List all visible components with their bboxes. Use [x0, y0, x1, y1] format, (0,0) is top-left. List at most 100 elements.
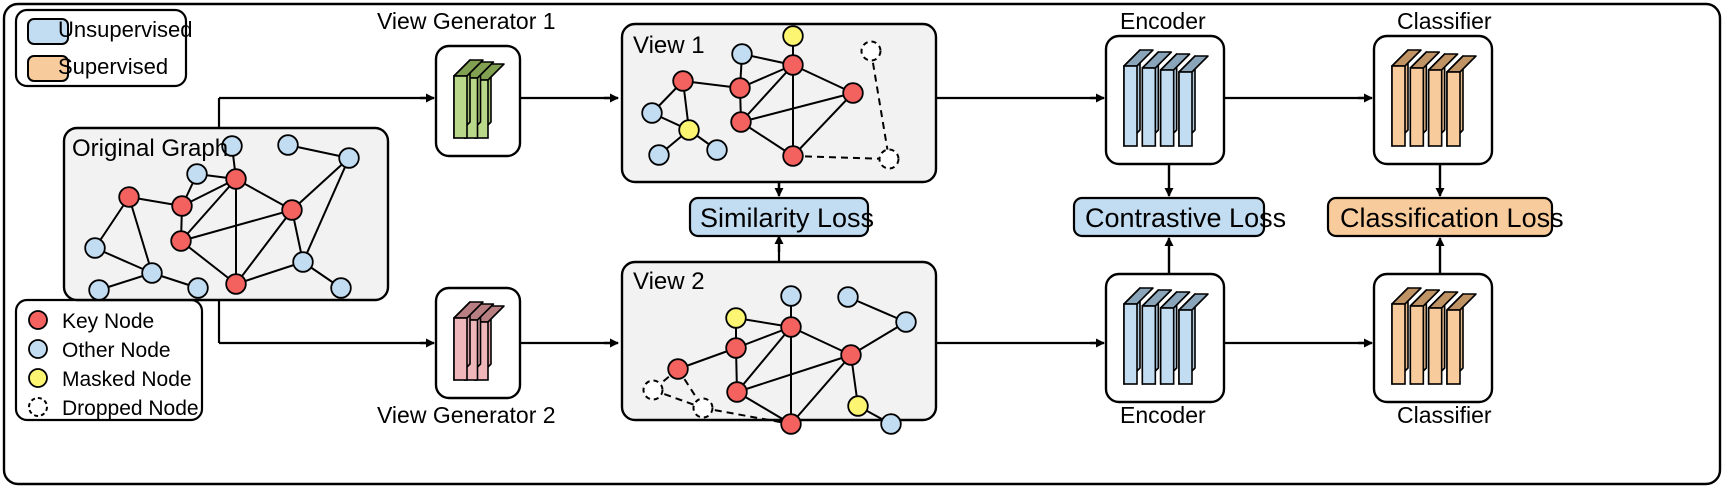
loss-label-classification: Classification Loss [1340, 203, 1564, 233]
view2-graph-node-other [837, 286, 859, 308]
classifier-top-layer-front [1446, 71, 1461, 147]
classifier-top-layer-front [1427, 69, 1443, 147]
original-graph-edge [302, 157, 350, 263]
encoder-top-layer-front [1123, 65, 1138, 147]
panel-title-view2: View 2 [633, 268, 705, 295]
original-graph-node-other [88, 279, 110, 301]
view1-graph-node-key [730, 111, 752, 133]
legend-label-masked-node: Masked Node [62, 368, 192, 391]
view2-graph-node-masked [847, 395, 869, 417]
original-graph-node-other [187, 277, 209, 299]
original-graph-node-other [277, 134, 299, 156]
legend-label-supervised: Supervised [58, 54, 169, 79]
view2-graph-node-key [726, 381, 748, 403]
generated-shapes [84, 25, 1477, 435]
original-graph-node-key [225, 168, 247, 190]
original-graph-node-key [171, 195, 193, 217]
classifier-bottom-layer-front [1446, 309, 1461, 385]
caption-view-generator-1: View Generator 1 [377, 8, 556, 34]
legend-label-other-node: Other Node [62, 339, 171, 362]
classifier-top-layer-front [1391, 65, 1406, 147]
encoder-bottom-layer-front [1123, 303, 1138, 385]
view2-graph-node-masked [725, 307, 747, 329]
view1-graph-node-other [641, 102, 663, 124]
legend-label-key-node: Key Node [62, 310, 155, 333]
view1-graph-edge [740, 64, 794, 123]
view1-graph-edge [792, 64, 854, 94]
view2-graph-edge [736, 354, 852, 393]
caption-classifier-bottom: Classifier [1397, 402, 1492, 428]
original-graph-edge [180, 209, 293, 242]
legend-label-unsupervised: Unsupervised [58, 17, 193, 42]
classifier-bottom-layer-front [1409, 305, 1425, 385]
loss-label-contrastive: Contrastive Loss [1085, 203, 1287, 233]
panel-title-original-graph: Original Graph [72, 135, 229, 162]
encoder-bottom-layer-front [1159, 307, 1175, 385]
original-graph-edge [128, 196, 153, 274]
encoder-top-layer-front [1178, 71, 1193, 147]
view1-graph-edge [740, 92, 854, 123]
view2-graph-node-key [725, 337, 747, 359]
classification-loss-box[interactable] [1326, 196, 1554, 238]
view-generator-2-layer-front [453, 317, 468, 381]
view1-graph-node-other [731, 43, 753, 65]
original-graph-node-other [84, 237, 106, 259]
encoder-bottom-layer-front [1178, 309, 1193, 385]
view1-graph-node-other [706, 139, 728, 161]
encoder-bottom-layer-front [1141, 305, 1157, 385]
caption-encoder-top: Encoder [1120, 8, 1206, 34]
original-graph-edge [291, 157, 350, 211]
view1-graph-node-key [782, 54, 804, 76]
view2-graph-edge [736, 326, 792, 393]
classifier-bottom-layer-front [1391, 303, 1406, 385]
view1-graph-node-other [648, 144, 670, 166]
original-graph-edge [180, 240, 237, 285]
loss-label-similarity: Similarity Loss [700, 203, 875, 233]
original-graph-node-other [330, 277, 352, 299]
legend-node-0 [28, 310, 48, 330]
view2-graph-dashed-edge [652, 389, 704, 409]
caption-classifier-top: Classifier [1397, 8, 1492, 34]
encoder-top-layer-front [1141, 67, 1157, 147]
original-graph-node-key [225, 273, 247, 295]
contrastive-loss-box[interactable] [1072, 196, 1266, 238]
legend-label-dropped-node: Dropped Node [62, 397, 199, 420]
original-graph-edge [235, 209, 293, 285]
caption-view-generator-2: View Generator 2 [377, 402, 556, 428]
view2-graph-edge [790, 326, 852, 356]
caption-encoder-bottom: Encoder [1120, 402, 1206, 428]
original-graph-node-key [118, 186, 140, 208]
original-graph-edge [235, 261, 304, 285]
legend-swatch-supervised [27, 55, 69, 82]
original-graph-node-other [221, 135, 243, 157]
view2-graph-edge [790, 354, 852, 425]
view1-graph-node-key [729, 77, 751, 99]
view1-graph-node-key [672, 70, 694, 92]
view2-graph-node-other [895, 311, 917, 333]
legend-swatch-unsupervised [27, 18, 69, 45]
legend-node-1 [28, 339, 48, 359]
classifier-bottom-layer-front [1427, 307, 1443, 385]
classifier-top-layer-front [1409, 67, 1425, 147]
view2-graph-node-key [667, 358, 689, 380]
view1-graph-node-dropped [878, 148, 900, 170]
view2-graph-node-key [840, 344, 862, 366]
original-graph-node-key [170, 230, 192, 252]
original-graph-node-other [292, 251, 314, 273]
legend-node-dropped [28, 397, 48, 417]
view2-graph-node-other [880, 413, 902, 435]
view1-graph-node-masked [782, 25, 804, 47]
panel-title-view1: View 1 [633, 32, 705, 59]
original-graph-node-key [281, 199, 303, 221]
view2-graph-node-other [780, 285, 802, 307]
view2-graph-node-key [780, 413, 802, 435]
original-graph-edge [180, 178, 237, 242]
view1-graph-node-key [842, 82, 864, 104]
view2-graph-node-dropped [692, 397, 714, 419]
view2-graph-dashed-edge [702, 407, 792, 425]
view1-graph-dashed-edge [792, 155, 890, 160]
legend-node-2 [28, 368, 48, 388]
